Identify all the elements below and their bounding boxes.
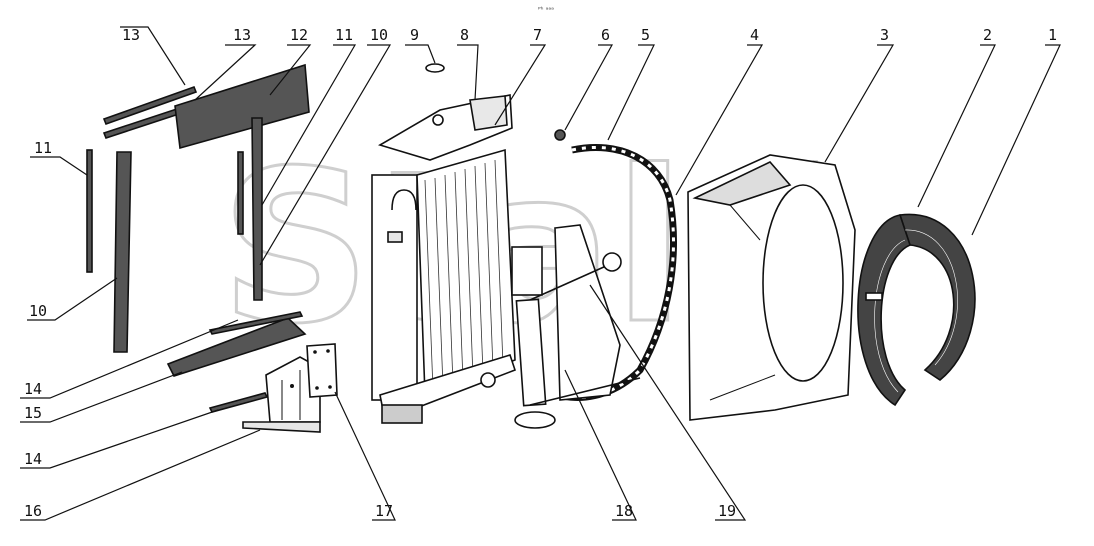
part-10-strip-right xyxy=(251,117,263,301)
part-9-cap xyxy=(425,63,445,73)
callout-5: 5 xyxy=(641,26,650,44)
radiator-assembly xyxy=(371,94,517,424)
callout-numbers: 13 13 12 11 10 9 8 7 6 5 4 3 2 1 11 10 1… xyxy=(24,26,1057,520)
part-10-strip-left xyxy=(113,151,132,353)
callout-12: 12 xyxy=(290,26,308,44)
callout-13-b: 13 xyxy=(233,26,251,44)
part-12-seal-pad xyxy=(174,63,310,150)
part-11-strip-right xyxy=(237,151,244,235)
part-15-bottom-pad xyxy=(166,317,307,377)
part-13-strips xyxy=(102,85,198,139)
callout-14-a: 14 xyxy=(24,380,42,398)
callout-14-b: 14 xyxy=(24,450,42,468)
callout-8: 8 xyxy=(460,26,469,44)
part-14-strip-upper xyxy=(208,311,304,335)
part-6-bolt xyxy=(554,129,566,141)
callout-17: 17 xyxy=(375,502,393,520)
part-18-frame xyxy=(511,224,641,429)
callout-9: 9 xyxy=(410,26,419,44)
part-11-strip-left xyxy=(86,149,93,273)
callout-18: 18 xyxy=(615,502,633,520)
callout-11-left: 11 xyxy=(34,139,52,157)
part-3-shroud xyxy=(687,154,856,421)
callout-16: 16 xyxy=(24,502,42,520)
leader-lines xyxy=(20,26,1061,521)
callout-7: 7 xyxy=(533,26,542,44)
callout-10-left: 10 xyxy=(29,302,47,320)
part-14-strip-lower xyxy=(208,392,269,413)
callout-13-a: 13 xyxy=(122,26,140,44)
part-1-2-fan-guard xyxy=(857,213,976,407)
callout-19: 19 xyxy=(718,502,736,520)
callout-4: 4 xyxy=(750,26,759,44)
callout-15: 15 xyxy=(24,404,42,422)
top-mark: ᴾʰ ᵃᵃᵃ xyxy=(538,6,554,14)
callout-11-top: 11 xyxy=(335,26,353,44)
callout-10-top: 10 xyxy=(370,26,388,44)
callout-2: 2 xyxy=(983,26,992,44)
callout-3: 3 xyxy=(880,26,889,44)
callout-1: 1 xyxy=(1048,26,1057,44)
callout-6: 6 xyxy=(601,26,610,44)
part-17-plate xyxy=(306,343,338,398)
